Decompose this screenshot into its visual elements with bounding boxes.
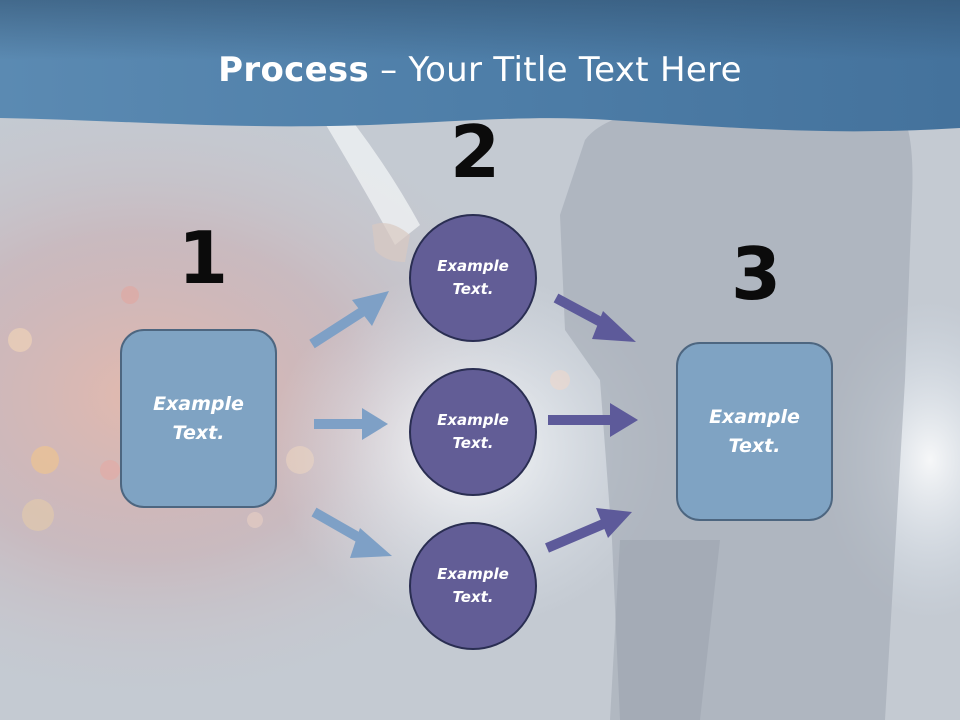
step-3-number: 3	[731, 232, 782, 316]
step-2-circle-1: Example Text.	[409, 214, 537, 342]
step-2-circle-1-text: Example Text.	[437, 257, 509, 298]
slide-title-rest: – Your Title Text Here	[369, 50, 742, 90]
step-3-box: Example Text.	[676, 342, 833, 521]
step-2-circle-3: Example Text.	[409, 522, 537, 650]
step-2-circle-2: Example Text.	[409, 368, 537, 496]
step-2-number: 2	[450, 110, 501, 194]
slide-title: Process – Your Title Text Here	[0, 50, 960, 90]
step-1-number: 1	[178, 216, 229, 300]
step-2-circle-2-text: Example Text.	[437, 411, 509, 452]
step-1-box: Example Text.	[120, 329, 277, 508]
step-2-circle-3-text: Example Text.	[437, 565, 509, 606]
step-1-box-text: Example Text.	[153, 392, 244, 444]
step-3-box-text: Example Text.	[709, 405, 800, 457]
slide-title-bold: Process	[218, 50, 370, 90]
